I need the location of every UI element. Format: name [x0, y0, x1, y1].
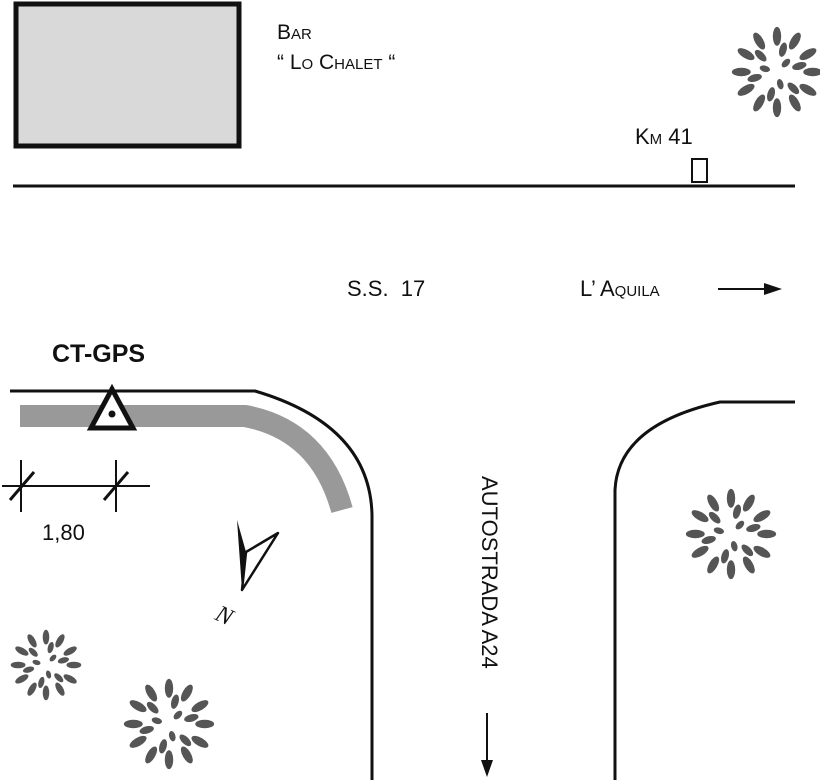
gps-station-triangle-icon: [86, 383, 138, 431]
road-edge-right-corner: [613, 400, 795, 780]
autostrada-label: AUTOSTRADA A24: [477, 476, 502, 669]
road-ss17-label: S.S. 17: [347, 276, 426, 301]
north-arrow-icon: [237, 520, 280, 592]
tree-icon: [685, 488, 777, 580]
tree-icon: [731, 26, 820, 118]
station-label: CT-GPS: [52, 340, 146, 368]
road-edge-left-corner: [10, 389, 374, 780]
km-marker-icon: [691, 158, 708, 183]
bar-name-label: Bar: [277, 21, 312, 44]
arrow-right-icon: [718, 283, 782, 295]
offset-value-label: 1,80: [42, 520, 85, 545]
laquila-direction-label: L’ Aquila: [580, 276, 660, 301]
offset-line: [20, 405, 353, 514]
bar-quote-label: “ Lo Chalet “: [277, 51, 396, 74]
offset-dimension: [2, 460, 150, 512]
bar-building: [13, 1, 242, 149]
tree-icon: [10, 629, 82, 701]
km-marker-label: Km 41: [635, 124, 693, 149]
arrow-down-icon: [481, 713, 493, 777]
tree-icon: [123, 678, 215, 770]
